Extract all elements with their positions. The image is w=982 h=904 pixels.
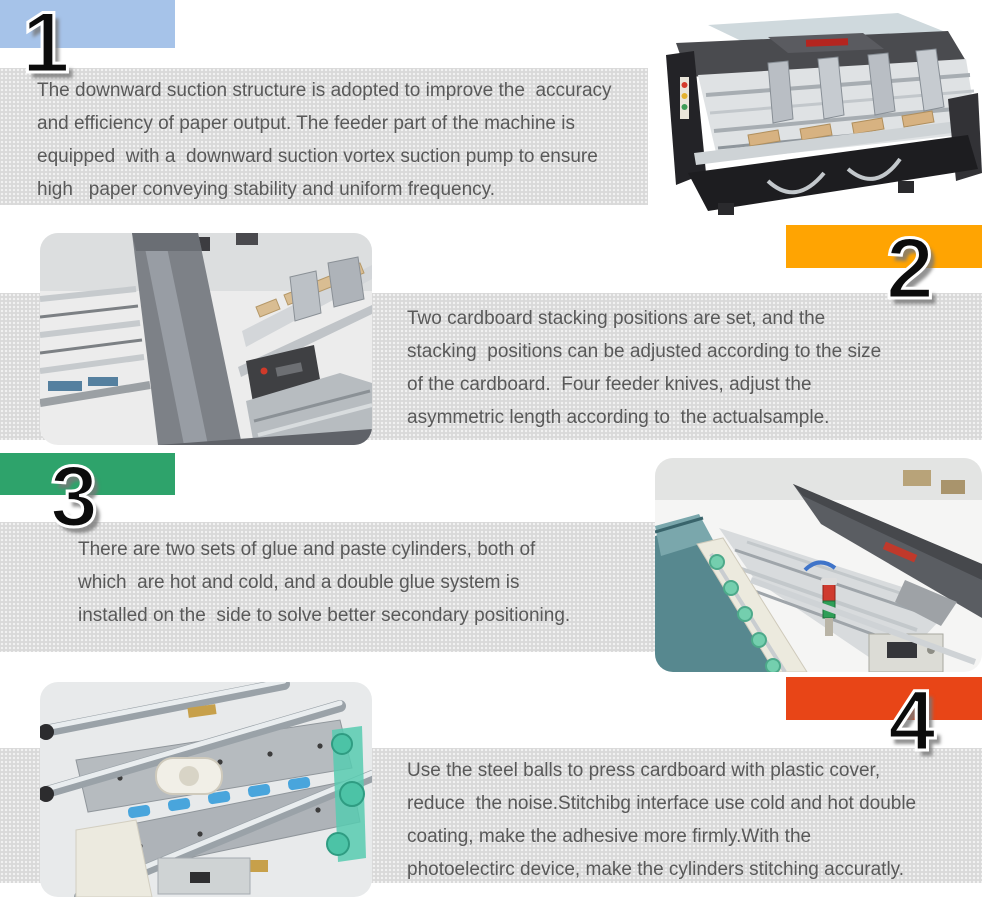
section3-number: 3 [49, 449, 100, 545]
paragraph-line: and efficiency of paper output. The feed… [37, 113, 575, 134]
paragraph-line: The downward suction structure is adopte… [37, 80, 612, 101]
paragraph-line: installed on the side to solve better se… [78, 605, 571, 626]
section4-paragraph: Use the steel balls to press cardboard w… [407, 754, 916, 886]
paragraph-line: There are two sets of glue and paste cyl… [78, 539, 536, 560]
paragraph-line: Two cardboard stacking positions are set… [407, 308, 826, 329]
paragraph-line: asymmetric length according to the actua… [407, 407, 830, 428]
glue-paste-cylinder-unit-photo [655, 458, 982, 672]
steel-ball-press-unit-photo [40, 682, 372, 897]
paragraph-line: equipped with a downward suction vortex … [37, 146, 598, 167]
section2-paragraph: Two cardboard stacking positions are set… [407, 302, 881, 434]
section1-banner [0, 0, 175, 48]
machine-illustration-1 [648, 3, 982, 222]
paragraph-line: photoelectirc device, make the cylinders… [407, 859, 905, 880]
section2-number: 2 [885, 221, 936, 317]
paragraph-line: reduce the noise.Stitchibg interface use… [407, 793, 917, 814]
paragraph-line: stacking positions can be adjusted accor… [407, 341, 882, 362]
paragraph-line: coating, make the adhesive more firmly.W… [407, 826, 812, 847]
machine-illustration-2 [40, 233, 372, 445]
paragraph-line: high paper conveying stability and unifo… [37, 179, 496, 200]
paragraph-line: of the cardboard. Four feeder knives, ad… [407, 374, 812, 395]
machine-illustration-4 [40, 682, 372, 897]
carton-feeder-machine-photo [648, 3, 982, 222]
section4-banner [786, 677, 982, 720]
section1-number: 1 [21, 0, 72, 91]
paragraph-line: which are hot and cold, and a double glu… [78, 572, 520, 593]
machine-illustration-3 [655, 458, 982, 672]
section4-number: 4 [887, 673, 938, 769]
paragraph-line: Use the steel balls to press cardboard w… [407, 760, 881, 781]
section2-banner [786, 225, 982, 268]
section3-paragraph: There are two sets of glue and paste cyl… [78, 533, 570, 632]
section3-banner [0, 453, 175, 495]
cardboard-stacking-unit-photo [40, 233, 372, 445]
section1-paragraph: The downward suction structure is adopte… [37, 74, 612, 206]
